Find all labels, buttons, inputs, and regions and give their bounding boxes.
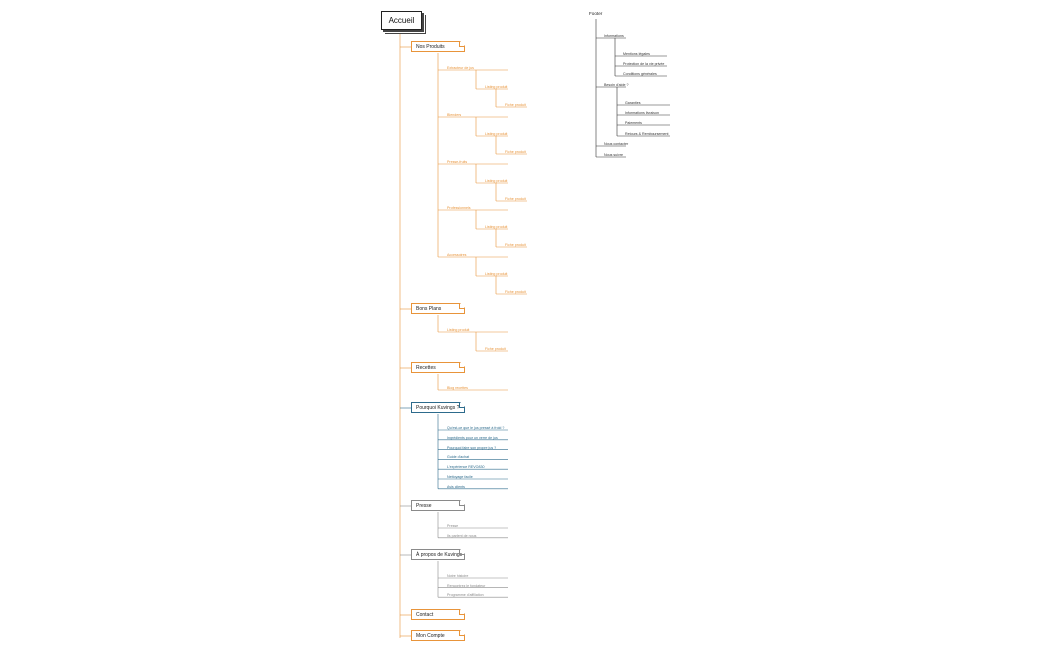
list-item[interactable]: Guide d'achat bbox=[447, 455, 470, 460]
footer-group[interactable]: Besoin d'aide ? bbox=[604, 83, 629, 87]
listing-item[interactable]: Listing produit bbox=[485, 85, 508, 89]
list-item[interactable]: Blog recettes bbox=[447, 386, 468, 390]
section-label: Presse bbox=[416, 502, 432, 509]
product-item[interactable]: Fiche produit bbox=[505, 150, 526, 154]
product-item[interactable]: Fiche produit bbox=[505, 197, 526, 201]
listing-item[interactable]: Listing produit bbox=[447, 328, 470, 332]
section-recettes[interactable]: Recettes bbox=[411, 362, 465, 373]
section-mon-compte[interactable]: Mon Compte bbox=[411, 630, 465, 641]
footer-link[interactable]: Mentions légales bbox=[623, 52, 650, 56]
footer-group[interactable]: Nous contacter bbox=[604, 142, 629, 146]
listing-item[interactable]: Listing produit bbox=[485, 272, 508, 276]
category-item[interactable]: Professionnels bbox=[447, 206, 471, 210]
section-nos-produits[interactable]: Nos Produits bbox=[411, 41, 465, 52]
category-item[interactable]: Presse-fruits bbox=[447, 160, 468, 164]
section-label: Pourquoi Kuvings ? bbox=[416, 404, 460, 411]
section--propos-de-kuvings[interactable]: À propos de Kuvings bbox=[411, 549, 465, 560]
root-label: Accueil bbox=[388, 16, 415, 25]
list-item[interactable]: Rencontrez le fondateur bbox=[447, 583, 486, 588]
footer-link[interactable]: Informations livraison bbox=[625, 111, 659, 115]
list-item[interactable]: Notre histoire bbox=[447, 574, 469, 578]
footer-group[interactable]: Nous suivre bbox=[604, 153, 623, 157]
footer-link[interactable]: Garanties bbox=[625, 101, 641, 105]
product-item[interactable]: Fiche produit bbox=[485, 347, 506, 351]
list-item[interactable]: Ingrédients pour un verre de jus bbox=[447, 435, 498, 440]
category-item[interactable]: Accessoires bbox=[447, 253, 467, 257]
section-label: Nos Produits bbox=[416, 43, 445, 50]
footer-link[interactable]: Protection de la vie privée bbox=[623, 62, 665, 66]
section-pourquoi-kuvings-[interactable]: Pourquoi Kuvings ? bbox=[411, 402, 465, 413]
listing-item[interactable]: Listing produit bbox=[485, 132, 508, 136]
listing-item[interactable]: Listing produit bbox=[485, 225, 508, 229]
category-item[interactable]: Extracteur de jus bbox=[447, 66, 474, 70]
list-item[interactable]: Avis clients bbox=[447, 484, 465, 489]
section-contact[interactable]: Contact bbox=[411, 609, 465, 620]
root-node-accueil[interactable]: Accueil bbox=[381, 11, 422, 30]
section-label: Contact bbox=[416, 611, 434, 618]
section-label: Recettes bbox=[416, 364, 436, 371]
footer-link[interactable]: Retours & Remboursement bbox=[625, 132, 669, 136]
section-presse[interactable]: Presse bbox=[411, 500, 465, 511]
list-item[interactable]: Qu'est-ce que le jus pressé à froid ? bbox=[447, 426, 505, 430]
product-item[interactable]: Fiche produit bbox=[505, 103, 526, 107]
list-item[interactable]: Presse bbox=[447, 524, 459, 528]
product-item[interactable]: Fiche produit bbox=[505, 290, 526, 294]
footer-link[interactable]: Paiements bbox=[625, 121, 642, 125]
section-bons-plans[interactable]: Bons Plans bbox=[411, 303, 465, 314]
list-item[interactable]: Nettoyage facile bbox=[447, 475, 473, 479]
list-item[interactable]: Pourquoi faire son propre jus ? bbox=[447, 445, 497, 450]
footer-title: Footer bbox=[589, 11, 603, 16]
footer-group[interactable]: Informations bbox=[604, 34, 624, 38]
list-item[interactable]: L'expérience REVO830 bbox=[447, 465, 485, 470]
list-item[interactable]: Ils parlent de nous bbox=[447, 533, 477, 538]
list-item[interactable]: Programme d'affiliation bbox=[447, 593, 484, 598]
section-label: Bons Plans bbox=[416, 305, 442, 312]
category-item[interactable]: Blenders bbox=[447, 113, 462, 117]
footer-link[interactable]: Conditions générales bbox=[623, 72, 657, 76]
section-label: Mon Compte bbox=[416, 632, 445, 639]
listing-item[interactable]: Listing produit bbox=[485, 179, 508, 183]
product-item[interactable]: Fiche produit bbox=[505, 243, 526, 247]
section-label: À propos de Kuvings bbox=[416, 551, 463, 558]
